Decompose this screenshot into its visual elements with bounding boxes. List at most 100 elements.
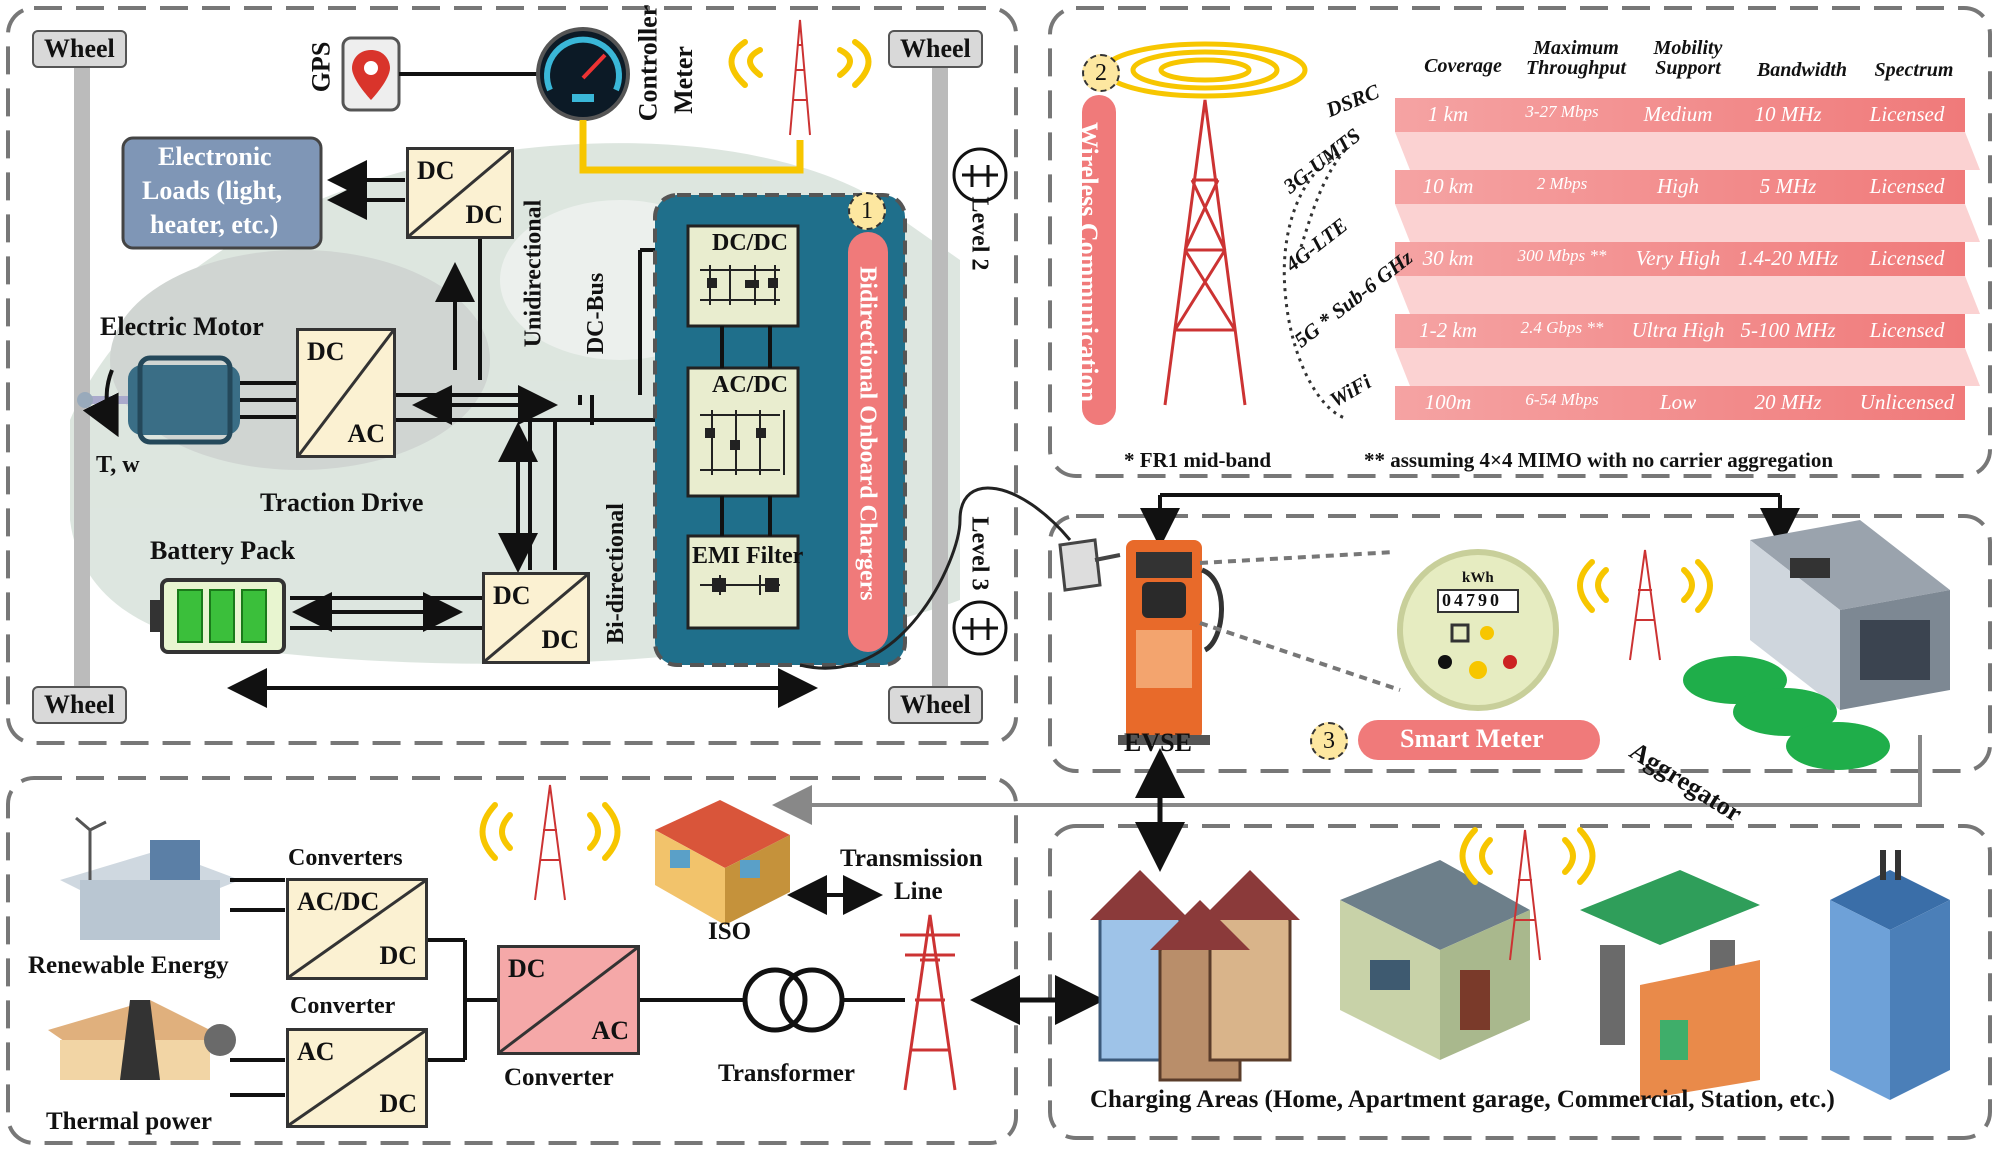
wheel-label-top-right: Wheel — [888, 30, 983, 68]
wireless-table-cell: Licensed — [1869, 174, 1945, 198]
speedometer-icon — [536, 27, 630, 121]
meter-reading: 04790 — [1442, 590, 1502, 610]
office-building-icon — [1830, 850, 1950, 1100]
charging-signal-icon — [1459, 827, 1596, 885]
header-mobility: Mobility Support — [1653, 37, 1723, 79]
gps-icon — [341, 36, 401, 112]
wireless-table-cell: Very High — [1635, 246, 1721, 270]
electronic-loads-box — [121, 136, 323, 250]
wheel-label-bottom-right: Wheel — [888, 686, 983, 724]
level2-label: Level 2 — [966, 196, 993, 271]
smart-meter-bar — [1358, 720, 1600, 760]
wireless-table-cell: 100m — [1424, 390, 1472, 414]
wireless-table-cell: 5 MHz — [1759, 174, 1817, 198]
wireless-table-cell: 1 km — [1427, 102, 1469, 126]
dc-bus-label: DC-Bus — [583, 272, 610, 355]
unidirectional-label: Unidirectional — [520, 199, 547, 348]
wireless-table-cell: Medium — [1643, 102, 1713, 126]
wireless-title: Wireless Communication — [1073, 122, 1103, 402]
wireless-table-cell: 1.4-20 MHz — [1737, 246, 1839, 270]
wireless-table-cell: 3-27 Mbps — [1525, 102, 1599, 121]
meter-label: Meter — [668, 46, 698, 114]
wireless-table-cell: Licensed — [1869, 102, 1945, 126]
thermal-label: Thermal power — [46, 1108, 212, 1135]
torque-label: T, w — [96, 452, 140, 478]
electronic-loads-line1: Electronic — [158, 142, 272, 171]
thermal-power-icon — [48, 1000, 236, 1080]
header-throughput: Maximum Throughput — [1525, 37, 1627, 79]
wheel-label-top-left: Wheel — [32, 30, 127, 68]
vehicle-tower-icon — [789, 19, 811, 136]
iso-building-icon — [655, 800, 790, 925]
wheel-label-bottom-left: Wheel — [32, 686, 127, 724]
evse-charger-icon — [1118, 540, 1224, 745]
wireless-table-cell: Ultra High — [1631, 318, 1725, 342]
controller-label: Controller — [633, 4, 663, 122]
electronic-loads-line2: Loads (light, — [142, 176, 283, 205]
smart-meter-icon — [1397, 549, 1559, 711]
obc-title: Bidirectional Onboard Chargers — [854, 266, 881, 601]
converters-label: Converters — [288, 845, 403, 871]
wireless-table-cell: 6-54 Mbps — [1525, 390, 1599, 409]
header-bandwidth: Bandwidth — [1756, 59, 1848, 81]
iso-label: ISO — [708, 918, 752, 945]
wireless-tower-icon — [1163, 99, 1247, 406]
wireless-table-rows — [1395, 98, 1980, 420]
electric-motor-label: Electric Motor — [100, 312, 264, 341]
obc-emi-label: EMI Filter — [692, 543, 804, 569]
vehicle-signal-icon — [728, 39, 872, 88]
charging-areas-label: Charging Areas (Home, Apartment garage, … — [1090, 1086, 1835, 1113]
vehicle-panel — [6, 6, 1018, 745]
bidirectional-label: Bi-directional — [602, 503, 629, 644]
evse-signal-icon — [1577, 559, 1713, 613]
aggregator-cars-icon — [1683, 656, 1890, 770]
wireless-table-cell: 5-100 MHz — [1740, 318, 1836, 342]
transmission-label-2: Line — [894, 878, 943, 905]
grid-tower-icon — [534, 784, 566, 901]
smart-meter-badge: 3 — [1310, 722, 1348, 760]
apartment-house-icon — [1340, 860, 1530, 1060]
wireless-title-bar — [1082, 95, 1116, 425]
wireless-badge: 2 — [1082, 54, 1120, 92]
evse-tower-icon — [1629, 549, 1661, 661]
wireless-table-cell: Unlicensed — [1859, 390, 1955, 414]
charging-tower-icon — [1509, 829, 1541, 961]
header-spectrum: Spectrum — [1874, 59, 1954, 81]
electronic-loads-line3: heater, etc.) — [150, 210, 279, 239]
transmission-label-1: Transmission — [840, 845, 983, 872]
smart-meter-label: Smart Meter — [1400, 724, 1544, 753]
meter-unit: kWh — [1462, 570, 1494, 586]
obc-emi-box — [686, 534, 800, 630]
gps-label: GPS — [306, 41, 336, 93]
obc-badge: 1 — [848, 192, 886, 230]
obc-dcdc-box — [686, 224, 800, 328]
charging-plug-icon — [1058, 538, 1121, 592]
gas-station-icon — [1580, 870, 1760, 1100]
renewable-label: Renewable Energy — [28, 952, 229, 979]
wireless-table-cell: 2 Mbps — [1536, 174, 1588, 193]
wireless-panel — [1048, 6, 1992, 478]
obc-acdc-label: AC/DC — [712, 372, 788, 398]
wireless-table-cell: 20 MHz — [1754, 390, 1822, 414]
obc-dcdc-label: DC/DC — [712, 230, 788, 256]
wireless-table-cell: Low — [1659, 390, 1697, 414]
renewable-energy-icon — [60, 816, 240, 940]
houses-icon — [1090, 870, 1300, 1082]
wireless-table-cell: 10 MHz — [1754, 102, 1822, 126]
grid-signal-icon — [479, 802, 621, 861]
footnote-fr1: * FR1 mid-band — [1124, 448, 1272, 472]
wireless-table-cell: 2.4 Gbps ** — [1520, 318, 1604, 337]
wireless-table-cell: 1-2 km — [1419, 318, 1477, 342]
footnote-mimo: ** assuming 4×4 MIMO with no carrier agg… — [1364, 448, 1834, 472]
header-coverage: Coverage — [1424, 55, 1502, 77]
wireless-table-cell: 10 km — [1422, 174, 1474, 198]
converter-bottom-label: Converter — [504, 1064, 614, 1091]
transformer-icon — [742, 967, 845, 1033]
